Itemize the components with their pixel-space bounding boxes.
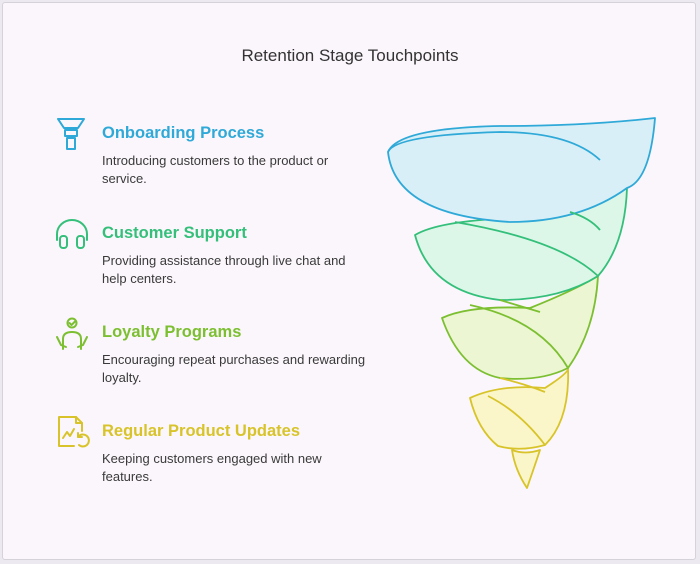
touchpoint-heading: Customer Support <box>102 224 247 242</box>
person-hands-icon <box>56 317 88 350</box>
touchpoint-heading: Regular Product Updates <box>102 422 301 440</box>
headset-icon <box>56 219 88 249</box>
touchpoint-heading: Onboarding Process <box>102 124 265 142</box>
touchpoint-description: Encouraging repeat purchases and rewardi… <box>102 352 366 385</box>
funnel-icon <box>57 118 85 150</box>
touchpoint-heading: Loyalty Programs <box>102 323 242 341</box>
touchpoint-description: Providing assistance through live chat a… <box>102 253 346 286</box>
funnel-tip <box>511 449 541 489</box>
funnel-band-4 <box>469 367 570 450</box>
funnel-band-1 <box>387 117 656 223</box>
touchpoint-description: Keeping customers engaged with new featu… <box>102 451 322 484</box>
funnel-band-3 <box>441 275 599 380</box>
touchpoint-description: Introducing customers to the product or … <box>102 153 329 186</box>
diagram-title: Retention Stage Touchpoints <box>241 46 459 65</box>
spiral-funnel-graphic <box>387 117 656 489</box>
document-refresh-icon <box>58 416 90 448</box>
